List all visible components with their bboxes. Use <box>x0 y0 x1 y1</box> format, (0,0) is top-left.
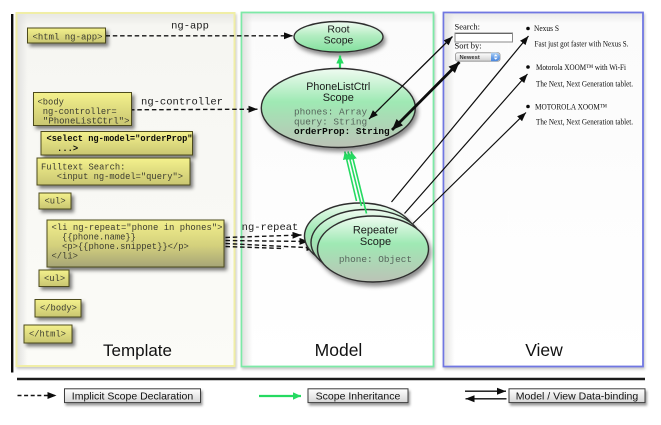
svg-text:MOTOROLA XOOM™: MOTOROLA XOOM™ <box>535 102 607 112</box>
svg-text:Repeater: Repeater <box>353 225 399 237</box>
svg-text:<body: <body <box>38 98 64 108</box>
svg-text:Model / View Data-binding: Model / View Data-binding <box>516 390 639 402</box>
svg-text:{{phone.name}}: {{phone.name}} <box>52 233 136 243</box>
svg-text:Model: Model <box>315 340 363 360</box>
svg-text:"PhoneListCtrl">: "PhoneListCtrl"> <box>38 117 130 127</box>
svg-text:Motorola XOOM™ with Wi-Fi: Motorola XOOM™ with Wi-Fi <box>536 62 627 72</box>
svg-text:The Next, Next Generation tabl: The Next, Next Generation tablet. <box>536 80 633 89</box>
svg-text:Newest: Newest <box>460 55 480 61</box>
svg-text:query: String: query: String <box>294 117 367 128</box>
svg-text:<ul>: <ul> <box>44 274 65 284</box>
svg-text:Implicit Scope Declaration: Implicit Scope Declaration <box>72 390 194 402</box>
svg-text:Scope: Scope <box>360 236 391 248</box>
svg-text:Search:: Search: <box>455 22 481 32</box>
svg-text:Root: Root <box>327 24 349 36</box>
svg-text:<select ng-model="orderProp": <select ng-model="orderProp" <box>47 134 193 144</box>
svg-text:<p>{{phone.snippet}}</p>: <p>{{phone.snippet}}</p> <box>52 242 189 252</box>
svg-text:Nexus S: Nexus S <box>534 23 559 33</box>
svg-text:Scope: Scope <box>323 92 354 104</box>
svg-text:phones: Array: phones: Array <box>294 107 368 118</box>
svg-text:<li ng-repeat="phone in phones: <li ng-repeat="phone in phones"> <box>52 223 223 233</box>
svg-text:Fulltext Search:: Fulltext Search: <box>41 163 125 173</box>
svg-text:ng-controller=: ng-controller= <box>38 107 117 117</box>
svg-text:The Next, Next Generation tabl: The Next, Next Generation tablet. <box>536 118 633 127</box>
svg-text:</html>: </html> <box>29 330 66 340</box>
svg-text:ng-repeat: ng-repeat <box>242 222 299 234</box>
svg-text:Scope Inheritance: Scope Inheritance <box>316 390 401 402</box>
svg-text:View: View <box>525 340 563 360</box>
svg-text:<ul>: <ul> <box>45 197 66 207</box>
svg-text:Sort by:: Sort by: <box>455 41 482 51</box>
svg-text:...>: ...> <box>47 144 79 154</box>
svg-text:PhoneListCtrl: PhoneListCtrl <box>306 81 370 93</box>
svg-text:ng-app: ng-app <box>171 21 209 33</box>
svg-text:phone: Object: phone: Object <box>339 254 412 265</box>
svg-text:<html ng-app>: <html ng-app> <box>33 33 103 43</box>
svg-text:orderProp: String: orderProp: String <box>294 126 390 137</box>
svg-text:<input ng-model="query">: <input ng-model="query"> <box>41 172 183 182</box>
svg-text:Fast just got faster with Nexu: Fast just got faster with Nexus S. <box>535 40 629 49</box>
svg-text:Template: Template <box>103 341 172 360</box>
svg-text:</li>: </li> <box>52 252 78 262</box>
svg-text:</body>: </body> <box>40 304 77 314</box>
svg-text:ng-controller: ng-controller <box>141 97 223 109</box>
svg-text:Scope: Scope <box>324 35 354 47</box>
